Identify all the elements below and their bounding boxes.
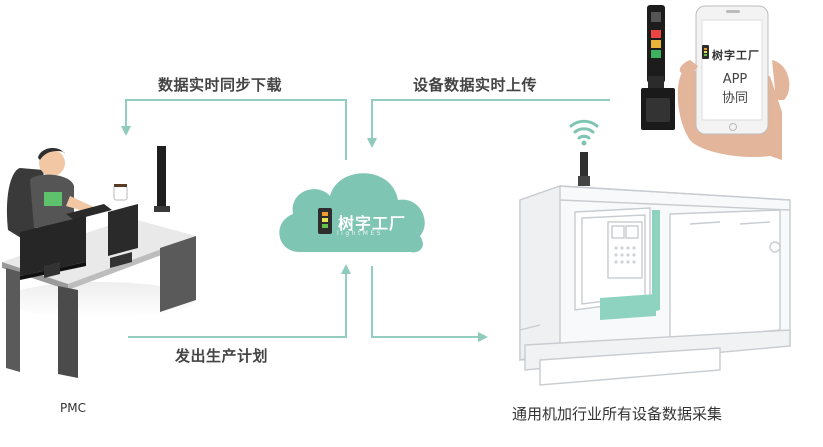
andon-device-illustration: [641, 5, 675, 130]
phone-app-line1: APP: [722, 72, 748, 87]
wifi-icon: [569, 119, 599, 146]
machine-caption: 通用机加行业所有设备数据采集: [512, 405, 723, 423]
arrow-to-machine: [371, 266, 488, 342]
mobile-phone-illustration: [677, 5, 790, 160]
flow-label-download: 数据实时同步下载: [158, 76, 283, 94]
phone-app-text: APP 协同: [713, 70, 757, 108]
flow-label-plan: 发出生产计划: [175, 347, 269, 365]
phone-app-line2: 协同: [721, 91, 748, 106]
cloud-subtitle: lightMES: [337, 230, 384, 237]
sensor-tower-icon: [578, 152, 590, 186]
cloud-icon: [279, 173, 425, 253]
cloud-logo-icon: [318, 208, 332, 234]
arrow-download: [121, 99, 347, 160]
cloud-brand: 树字工厂: [338, 214, 407, 233]
cnc-machine-illustration: [519, 185, 791, 386]
arrow-plan: [128, 264, 351, 338]
phone-logo-icon: [702, 45, 709, 59]
pmc-workstation-illustration: [2, 146, 196, 378]
arrow-upload: [367, 99, 610, 148]
flow-label-upload: 设备数据实时上传: [413, 76, 538, 94]
pmc-caption: PMC: [60, 401, 86, 415]
phone-brand: 树字工厂: [712, 49, 760, 62]
